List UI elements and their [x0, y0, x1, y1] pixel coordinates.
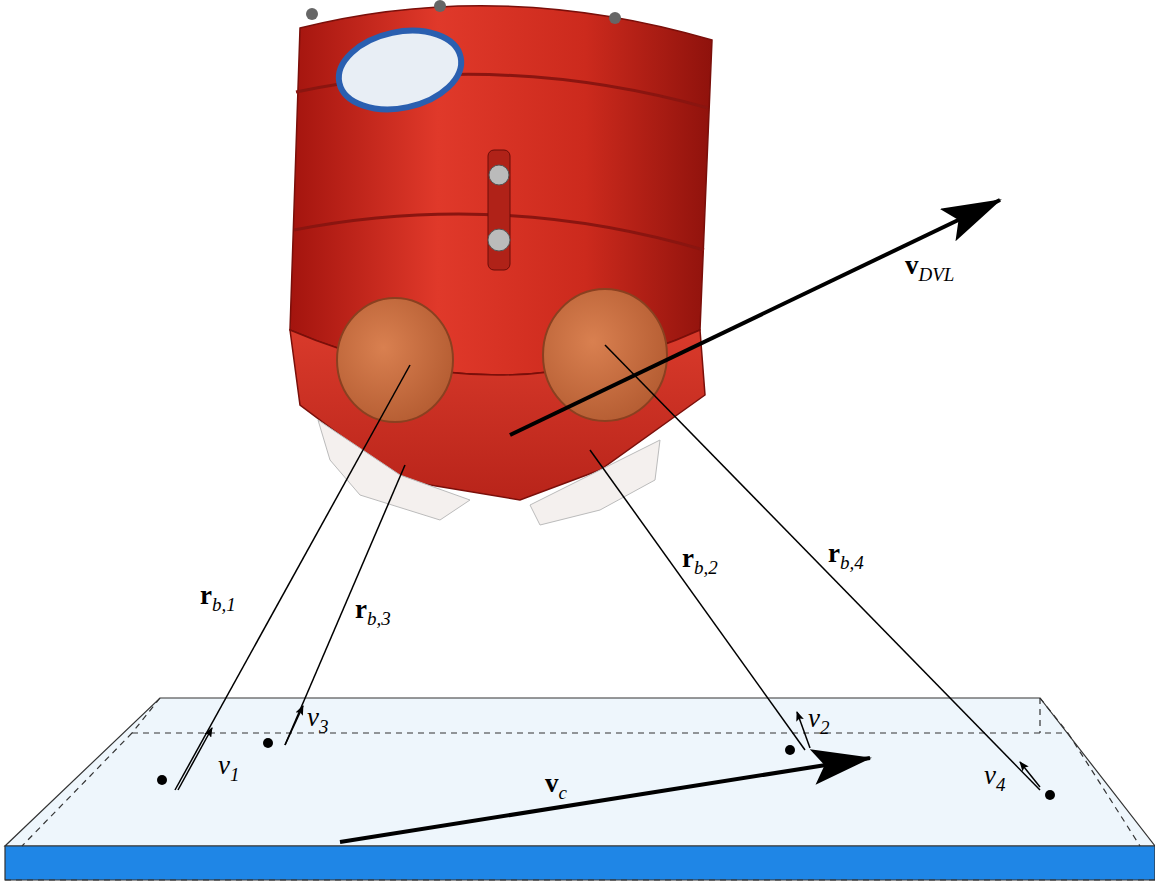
- beam-label: rb,1: [200, 582, 236, 609]
- beam-label: rb,3: [355, 596, 391, 623]
- beam-label: rb,4: [828, 540, 864, 567]
- velocity-component-label: v3: [307, 704, 328, 731]
- velocity-label: vc: [545, 770, 567, 797]
- beam-label: rb,2: [682, 545, 718, 572]
- velocity-label: vDVL: [905, 252, 954, 279]
- velocity-component-label: v2: [808, 705, 829, 732]
- velocity-component-label: v4: [984, 762, 1005, 789]
- velocity-component-label: v1: [218, 752, 239, 779]
